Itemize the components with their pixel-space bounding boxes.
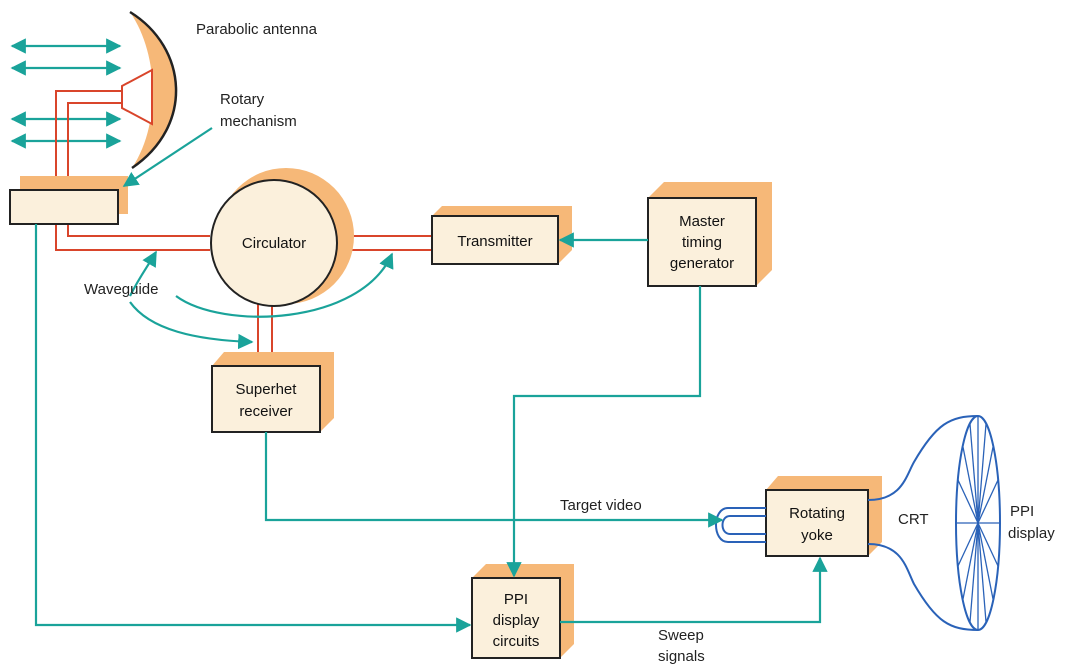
rotary-mechanism-box [9, 176, 128, 225]
sweep-signals-label-1: Sweep [658, 627, 704, 644]
parabolic-antenna [121, 10, 178, 170]
master-label-1: Master [679, 213, 725, 230]
superhet-receiver-block: Superhet receiver [211, 352, 334, 433]
waveguide-label: Waveguide [84, 281, 159, 298]
transmitter-block: Transmitter [431, 206, 572, 265]
transmitter-label: Transmitter [457, 233, 532, 250]
crt-label: CRT [898, 511, 929, 528]
circulator-block: Circulator [210, 168, 354, 307]
superhet-label-2: receiver [239, 403, 292, 420]
crt-tube [715, 415, 979, 631]
master-label-2: timing [682, 234, 722, 251]
parabolic-antenna-label: Parabolic antenna [196, 21, 318, 38]
master-timing-generator-block: Master timing generator [647, 182, 772, 287]
master-label-3: generator [670, 255, 734, 272]
ppi-display-label-2: display [1008, 525, 1055, 542]
superhet-label-1: Superhet [236, 381, 298, 398]
ppi-circuits-label-3: circuits [493, 633, 540, 650]
rotary-mechanism-label-1: Rotary [220, 91, 265, 108]
ppi-display-circuits-block: PPI display circuits [471, 564, 574, 659]
ppi-display-label-1: PPI [1010, 503, 1034, 520]
rotating-label-1: Rotating [789, 505, 845, 522]
ppi-circuits-label-1: PPI [504, 591, 528, 608]
ppi-circuits-label-2: display [493, 612, 540, 629]
rotary-mechanism-label-2: mechanism [220, 113, 297, 130]
signal-lines [34, 127, 828, 633]
sweep-signals-label-2: signals [658, 648, 705, 665]
radiated-wave-arrows [10, 38, 122, 149]
circulator-label: Circulator [242, 235, 306, 252]
rotating-label-2: yoke [801, 527, 833, 544]
rotating-yoke-block: Rotating yoke [765, 476, 882, 557]
ppi-screen [955, 415, 1001, 631]
target-video-label: Target video [560, 497, 642, 514]
